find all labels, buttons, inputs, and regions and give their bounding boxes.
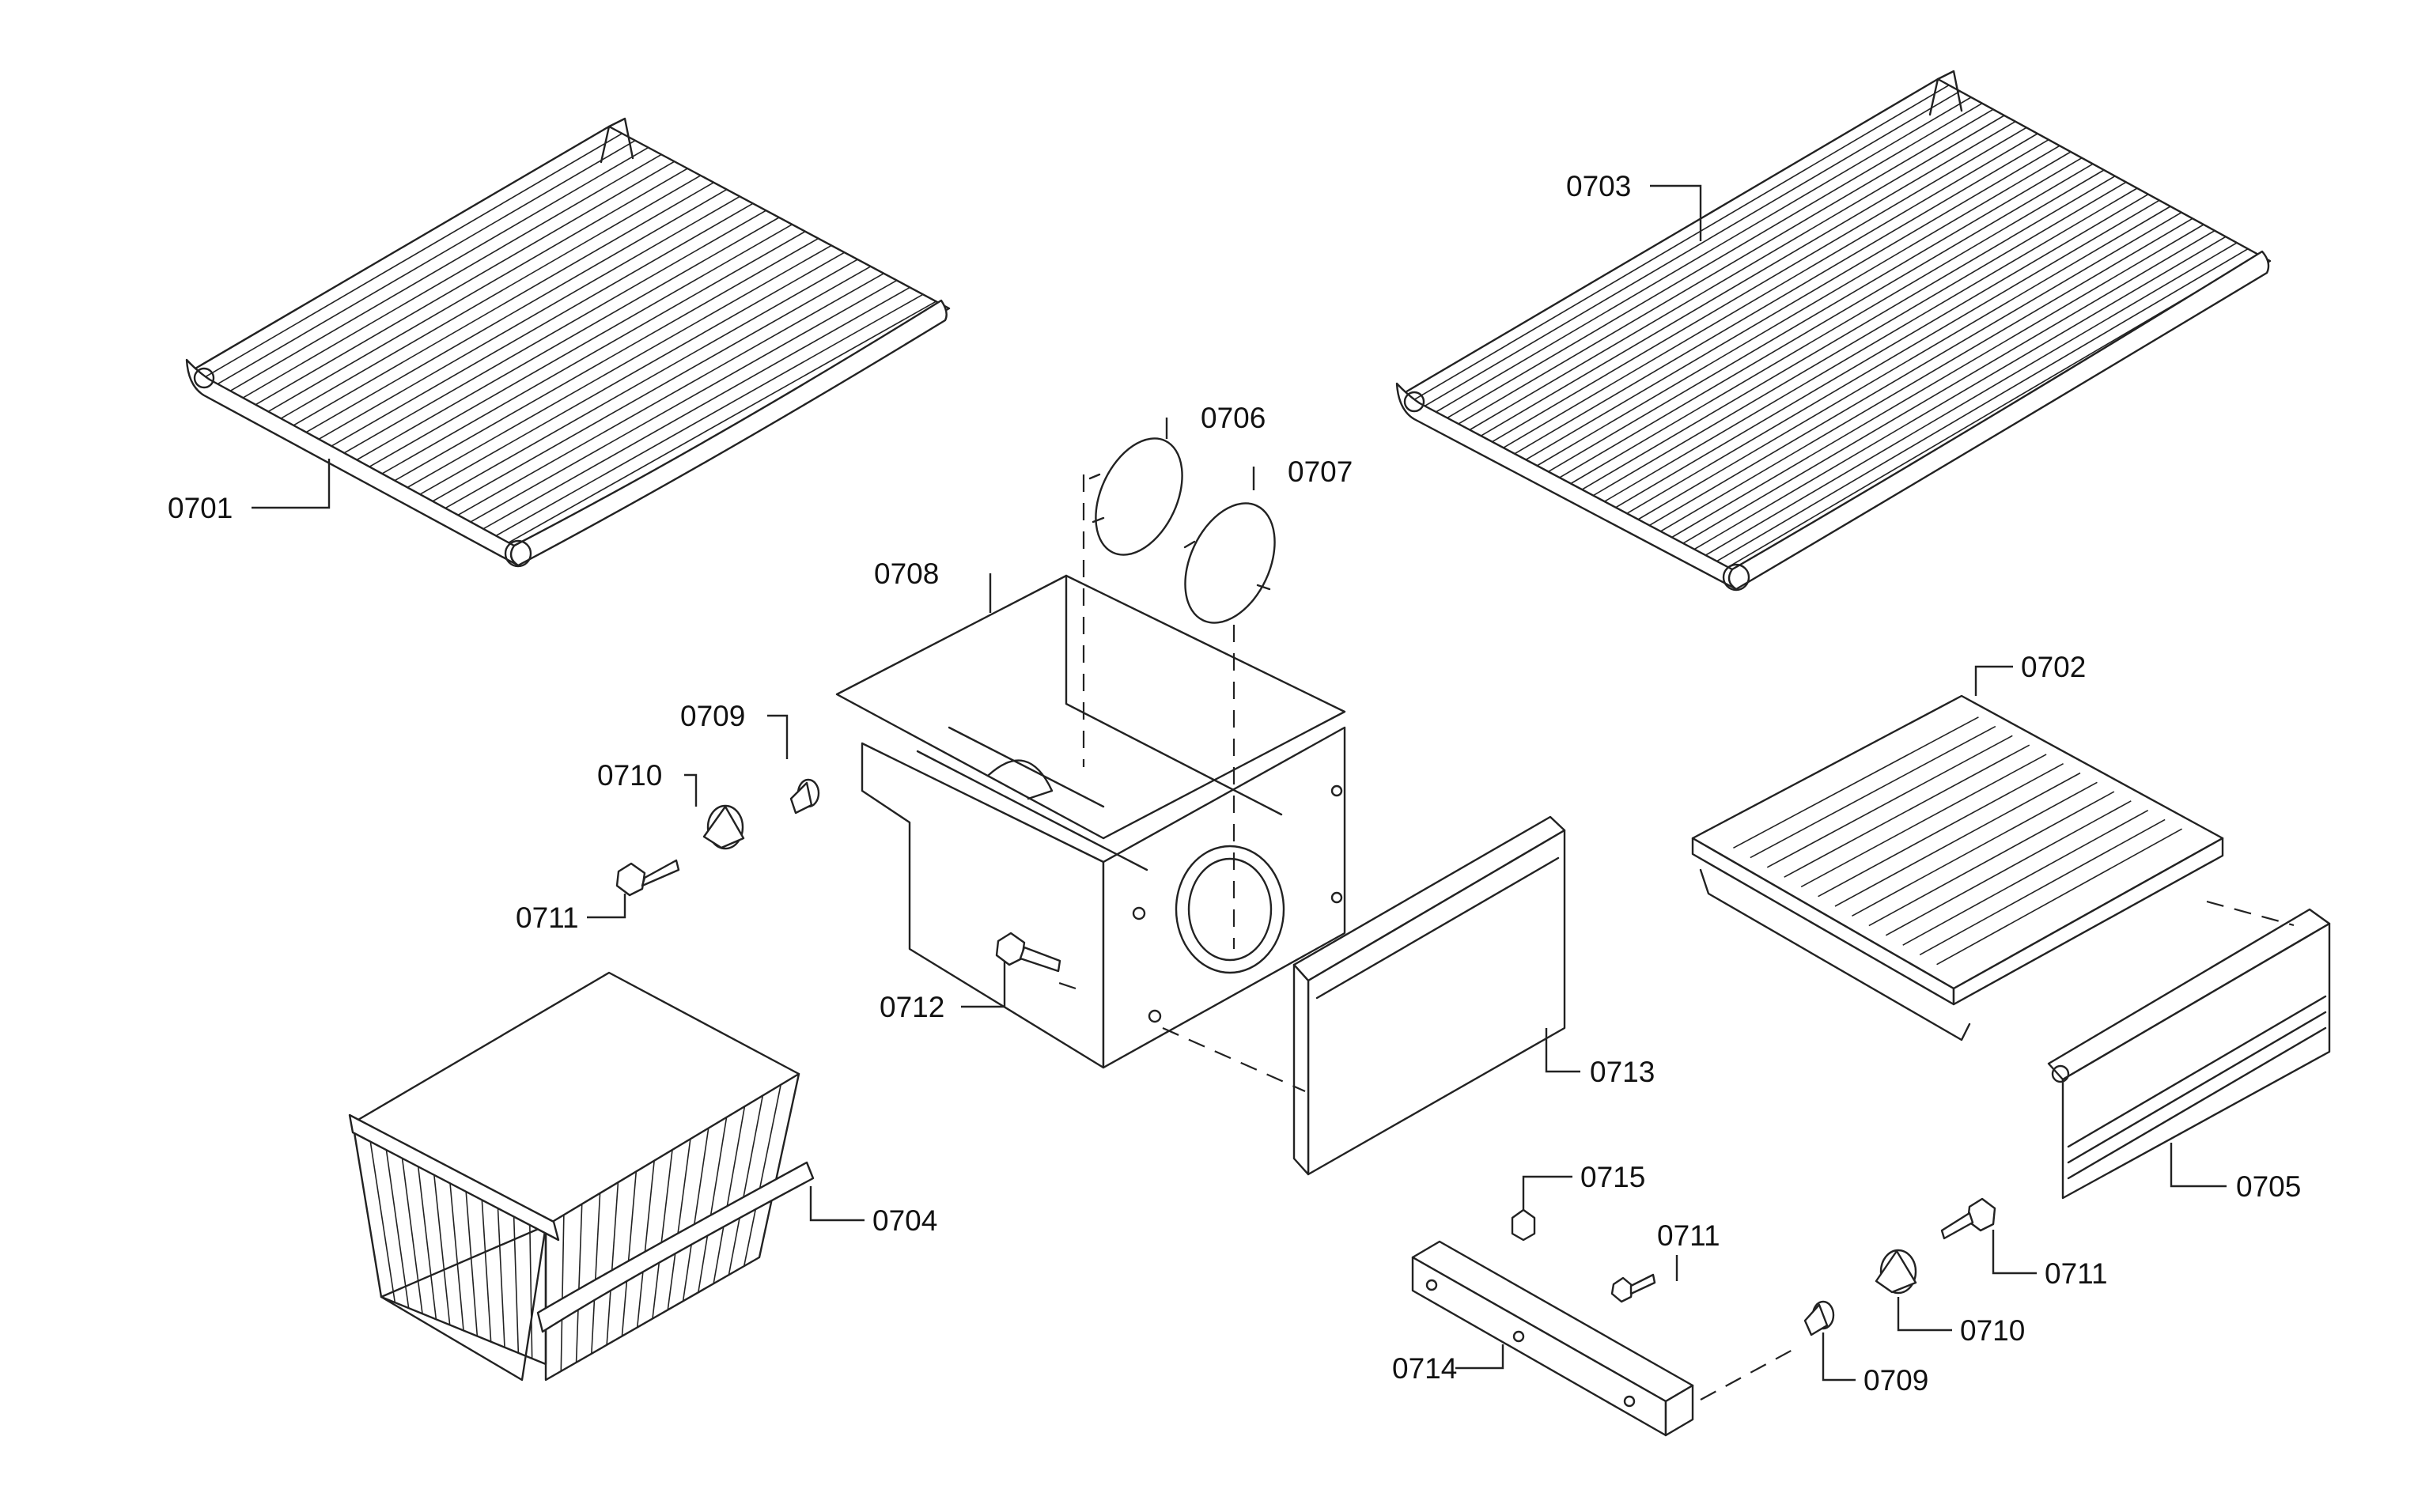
screw-0712 bbox=[995, 932, 1061, 973]
drawer-front-0705 bbox=[2047, 908, 2331, 1200]
clip-0715 bbox=[1511, 1208, 1536, 1242]
label-0711-mid: 0711 bbox=[1657, 1219, 1720, 1252]
label-0710-right: 0710 bbox=[1960, 1314, 2025, 1347]
screw-0711-mid bbox=[1610, 1273, 1656, 1303]
wire-shelf-0703 bbox=[1395, 70, 2272, 592]
bumper-0709-left bbox=[789, 778, 820, 815]
label-0713: 0713 bbox=[1590, 1056, 1655, 1088]
bumper-0709-right bbox=[1803, 1300, 1835, 1336]
label-0710-left: 0710 bbox=[597, 759, 662, 792]
screw-0711-right bbox=[1940, 1197, 1996, 1240]
label-0704: 0704 bbox=[872, 1204, 937, 1237]
screw-0711-left bbox=[615, 859, 680, 897]
wire-shelf-0701 bbox=[185, 117, 951, 568]
label-0709-right: 0709 bbox=[1864, 1364, 1928, 1397]
label-0712: 0712 bbox=[880, 991, 944, 1023]
label-0701: 0701 bbox=[168, 492, 233, 524]
label-0703: 0703 bbox=[1566, 170, 1631, 202]
wire-basket-0704 bbox=[348, 971, 815, 1382]
label-0705: 0705 bbox=[2236, 1170, 2301, 1203]
disc-0707 bbox=[1183, 502, 1276, 624]
spacer-0710-left bbox=[702, 804, 745, 850]
label-0715: 0715 bbox=[1580, 1161, 1645, 1193]
spacer-0710-right bbox=[1875, 1249, 1917, 1295]
label-0711-left: 0711 bbox=[516, 902, 579, 934]
label-0706: 0706 bbox=[1201, 402, 1266, 434]
housing-0708 bbox=[835, 574, 1346, 1069]
label-0709-left: 0709 bbox=[680, 700, 745, 732]
label-0711-right: 0711 bbox=[2045, 1257, 2108, 1290]
tray-0702 bbox=[1691, 694, 2224, 1041]
label-0708: 0708 bbox=[874, 558, 939, 590]
label-0702: 0702 bbox=[2021, 651, 2086, 683]
disc-0706 bbox=[1088, 437, 1183, 556]
label-0714: 0714 bbox=[1392, 1352, 1457, 1385]
panel-0713 bbox=[1292, 815, 1566, 1176]
label-0707: 0707 bbox=[1288, 455, 1353, 488]
rail-0714 bbox=[1411, 1240, 1694, 1437]
